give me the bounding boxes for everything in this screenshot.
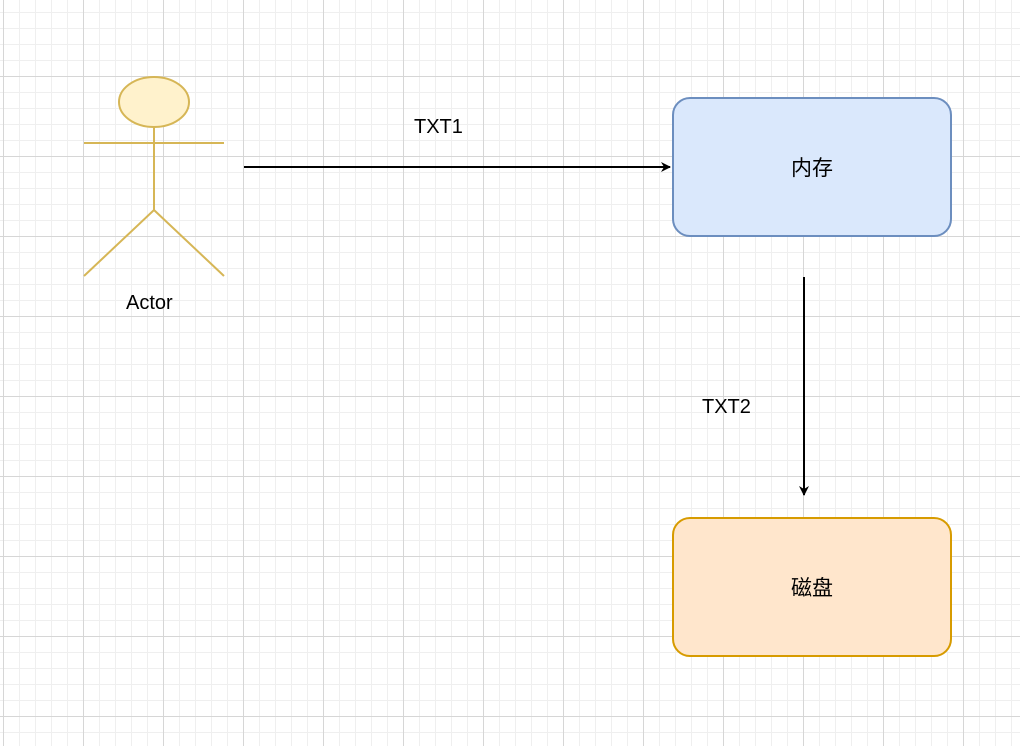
actor-left-leg [83,209,155,277]
memory-node-label: 内存 [791,157,833,180]
edge-label-txt2: TXT2 [702,396,751,418]
actor-right-leg [153,209,225,277]
edge-label-txt1: TXT1 [414,116,463,138]
memory-node[interactable]: 内存 [672,97,952,237]
actor-head [118,76,190,128]
actor-figure[interactable] [83,76,225,277]
disk-node-label: 磁盘 [791,577,833,600]
disk-node[interactable]: 磁盘 [672,517,952,657]
actor-label: Actor [126,292,173,314]
